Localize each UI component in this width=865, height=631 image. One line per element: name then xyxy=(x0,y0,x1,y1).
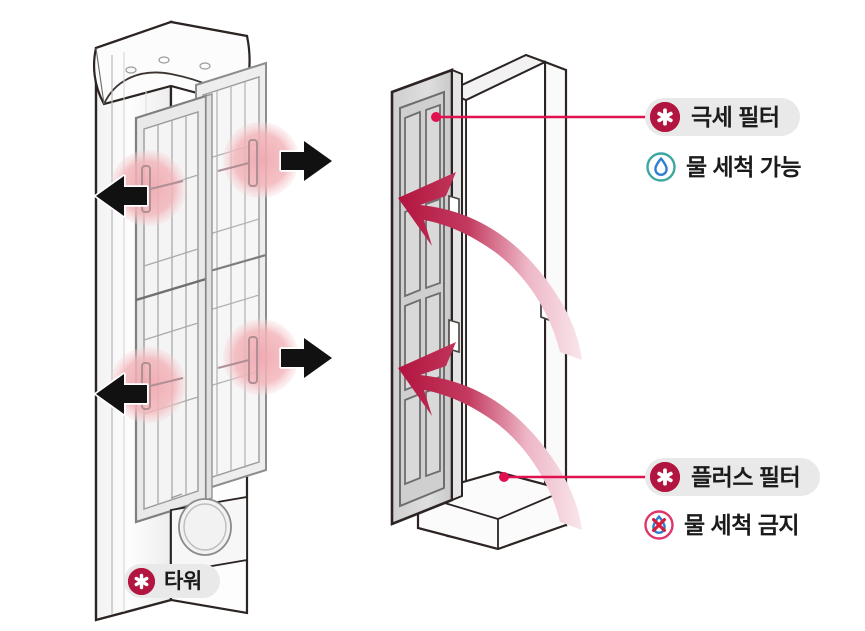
tower-outlet-knob-inner xyxy=(183,503,227,551)
leader-line-plus-filter xyxy=(499,472,648,482)
callout-plus-filter-label: 플러스 필터 xyxy=(691,463,801,490)
tower-outlet-knob xyxy=(178,498,232,556)
filter-panel-thickness xyxy=(451,68,463,502)
tower-cap-edge xyxy=(95,47,105,105)
tower-cap-vent-a xyxy=(125,66,137,74)
pull-right-arrow-lower xyxy=(279,336,334,380)
filter-panel xyxy=(390,68,463,526)
asterisk-star-icon xyxy=(128,567,155,595)
status-fine-filter: 물 세척 가능 xyxy=(645,150,802,184)
latch-handle-lower-right xyxy=(217,336,258,384)
detach-swoosh-arrow-lower xyxy=(398,342,582,530)
grille-gap-strip xyxy=(205,93,213,501)
detach-swoosh-arrow-upper xyxy=(398,172,582,360)
tower-cap-vent-b xyxy=(158,56,170,64)
pull-left-arrow-lower xyxy=(94,372,149,416)
leader-dot-plus-filter xyxy=(499,472,509,482)
tower-base-edge xyxy=(170,493,183,499)
filter-panel-assembly xyxy=(390,53,648,551)
water-droplet-washable-icon xyxy=(645,151,677,183)
callout-fine-filter-label: 극세 필터 xyxy=(691,103,780,130)
callout-plus-filter[interactable]: 플러스 필터 xyxy=(645,458,821,496)
status-plus-filter: 물 세척 금지 xyxy=(643,508,800,542)
asterisk-star-icon xyxy=(650,462,680,492)
front-filter-split xyxy=(135,277,207,302)
status-plus-filter-label: 물 세척 금지 xyxy=(684,511,800,538)
leader-dot-fine-filter xyxy=(431,112,441,122)
tower-unit xyxy=(93,20,334,622)
pull-right-arrow-upper xyxy=(279,139,334,183)
housing-inner-face xyxy=(465,60,546,542)
latch-handle-upper-right xyxy=(217,139,258,187)
latch-highlight-upper-right xyxy=(223,122,299,198)
filter-panel-grip-lower xyxy=(448,318,460,354)
callout-tower-label: 타워 xyxy=(164,569,202,593)
tower-cap-vent-c xyxy=(199,62,211,70)
water-droplet-no-wash-icon xyxy=(643,509,675,541)
pull-left-arrow-upper xyxy=(94,174,149,218)
latch-highlight-lower-right xyxy=(223,319,299,395)
callout-tower[interactable]: 타워 xyxy=(124,564,220,598)
status-fine-filter-label: 물 세척 가능 xyxy=(686,153,802,180)
callout-fine-filter[interactable]: 극세 필터 xyxy=(645,98,800,136)
asterisk-star-icon xyxy=(650,102,680,132)
leader-line-fine-filter xyxy=(431,112,648,122)
